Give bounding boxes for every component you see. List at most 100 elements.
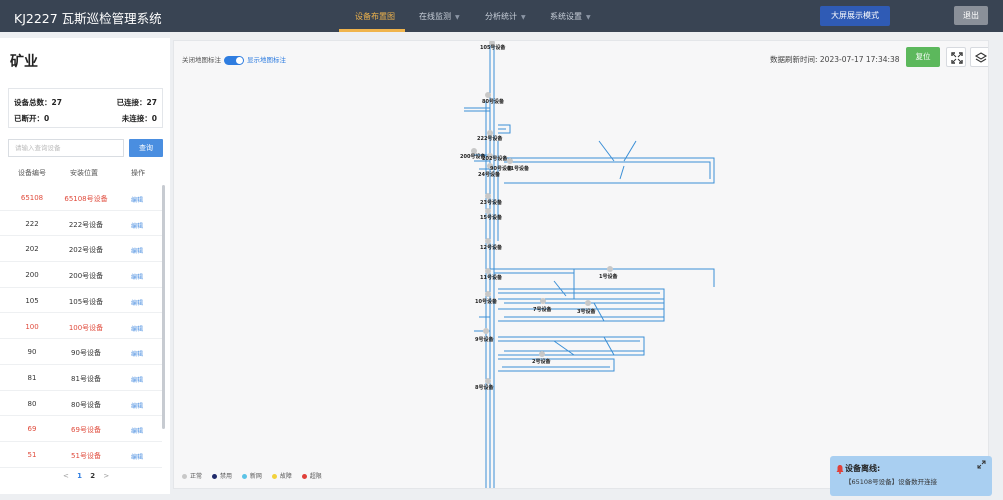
device-search-input[interactable] (8, 139, 124, 157)
table-scrollbar[interactable] (162, 185, 165, 429)
prev-page-button[interactable]: < (63, 472, 69, 480)
device-location: 202号设备 (68, 246, 104, 255)
legend-normal-label: 正常 (190, 473, 203, 480)
device-label-200[interactable]: 200号设备 (460, 153, 486, 160)
device-label-12[interactable]: 12号设备 (480, 244, 503, 251)
device-label-23[interactable]: 23号设备 (480, 199, 503, 206)
device-label-10[interactable]: 10号设备 (475, 298, 498, 305)
edit-link[interactable]: 编辑 (131, 376, 144, 384)
device-label-3[interactable]: 3号设备 (577, 308, 596, 315)
chevron-down-icon: ▼ (455, 14, 460, 21)
chevron-down-icon: ▼ (521, 14, 526, 21)
device-label-9[interactable]: 9号设备 (475, 336, 494, 343)
nav-monitor[interactable]: 在线监测▼ (419, 11, 460, 22)
device-label-202[interactable]: 202号设备 (482, 155, 508, 162)
device-label-24[interactable]: 24号设备 (478, 171, 501, 178)
device-label-81[interactable]: 81号设备 (507, 165, 530, 172)
device-label-1[interactable]: 1号设备 (599, 273, 618, 280)
device-label-80[interactable]: 80号设备 (482, 98, 505, 105)
nav-settings-label: 系统设置 (550, 12, 582, 21)
toggle-off-label: 关闭地图标注 (182, 56, 221, 64)
newnet-dot-icon (241, 474, 247, 479)
column-header-action: 操作 (131, 169, 145, 177)
toggle-switch[interactable] (224, 55, 244, 65)
device-label-2[interactable]: 2号设备 (532, 358, 551, 365)
legend-fault-label: 故障 (279, 473, 292, 480)
nav-analysis[interactable]: 分析统计▼ (485, 11, 526, 22)
edit-link[interactable]: 编辑 (131, 299, 144, 307)
legend-disabled-label: 禁用 (219, 473, 232, 480)
column-header-location: 安装位置 (70, 169, 98, 177)
device-label-8[interactable]: 8号设备 (475, 384, 494, 391)
nav-layout-label: 设备布置图 (355, 12, 395, 21)
logout-button[interactable]: 退出 (954, 6, 988, 25)
bigscreen-button[interactable]: 大屏展示模式 (820, 6, 890, 26)
legend-disabled: 禁用 (211, 473, 232, 480)
device-location: 105号设备 (68, 297, 104, 306)
legend-fault: 故障 (271, 473, 292, 480)
device-label-105[interactable]: 105号设备 (480, 44, 506, 51)
device-id: 69 (27, 425, 37, 434)
device-id: 105 (25, 296, 39, 305)
fullscreen-button[interactable] (946, 47, 966, 67)
device-label-90[interactable]: 90号设备 (490, 165, 513, 172)
query-button[interactable]: 查询 (129, 139, 163, 157)
edit-link[interactable]: 编辑 (131, 428, 144, 436)
offline-notification[interactable]: 设备离线: 【65108号设备】设备数开连接 (830, 456, 992, 496)
mine-name: 矿业 (10, 54, 38, 70)
page-2[interactable]: 2 (90, 472, 96, 480)
stat-unconnected: 未连接：0 (121, 114, 157, 123)
fault-dot-icon (271, 474, 277, 479)
table-row[interactable]: 105 105号设备 编辑 (0, 288, 162, 314)
notification-message: 【65108号设备】设备数开连接 (845, 478, 938, 486)
page-1[interactable]: 1 (77, 472, 82, 480)
device-label-11[interactable]: 11号设备 (480, 274, 503, 281)
disabled-dot-icon (211, 474, 217, 479)
tunnel-network (464, 41, 715, 488)
next-page-button[interactable]: > (103, 472, 110, 480)
edit-link[interactable]: 编辑 (131, 274, 144, 282)
device-location: 90号设备 (71, 349, 101, 358)
top-bar: KJ2227 瓦斯巡检管理系统 设备布置图 在线监测▼ 分析统计▼ 系统设置▼ … (0, 0, 1003, 32)
expand-icon[interactable] (977, 460, 986, 469)
edit-link[interactable]: 编辑 (131, 402, 144, 410)
layers-button[interactable] (970, 47, 988, 67)
stat-connected: 已连接：27 (116, 98, 157, 107)
device-label-222[interactable]: 222号设备 (477, 135, 503, 142)
nav-settings[interactable]: 系统设置▼ (550, 11, 591, 22)
device-id: 65108 (20, 194, 44, 202)
edit-link[interactable]: 编辑 (131, 197, 144, 204)
map-label-toggle[interactable]: 关闭地图标注显示地图标注 (182, 54, 286, 65)
edit-link[interactable]: 编辑 (131, 454, 144, 461)
edit-link[interactable]: 编辑 (131, 351, 144, 359)
device-location: 69号设备 (71, 426, 101, 435)
legend-newnet-label: 新网 (249, 473, 262, 480)
layers-icon (974, 52, 988, 63)
table-row[interactable]: 69 69号设备 编辑 (0, 416, 162, 442)
edit-link[interactable]: 编辑 (131, 325, 144, 333)
device-label-7[interactable]: 7号设备 (533, 306, 552, 313)
device-label-15[interactable]: 15号设备 (480, 214, 503, 221)
column-header-id: 设备编号 (18, 169, 46, 177)
table-header: 设备编号 安装位置 操作 (0, 166, 170, 182)
fullscreen-icon (951, 52, 963, 64)
device-location: 80号设备 (71, 400, 101, 409)
bell-icon (836, 465, 844, 474)
pagination: < 1 2 > (60, 472, 112, 480)
edit-link[interactable]: 编辑 (131, 222, 144, 230)
reset-button[interactable]: 复位 (906, 47, 940, 67)
mine-tunnel-map[interactable]: 105号设备 80号设备 222号设备 200号设备 202号设备 90号设备 … (174, 41, 989, 489)
nav-layout[interactable]: 设备布置图 (355, 11, 395, 22)
normal-dot-icon (182, 474, 187, 479)
edit-link[interactable]: 编辑 (131, 248, 144, 256)
